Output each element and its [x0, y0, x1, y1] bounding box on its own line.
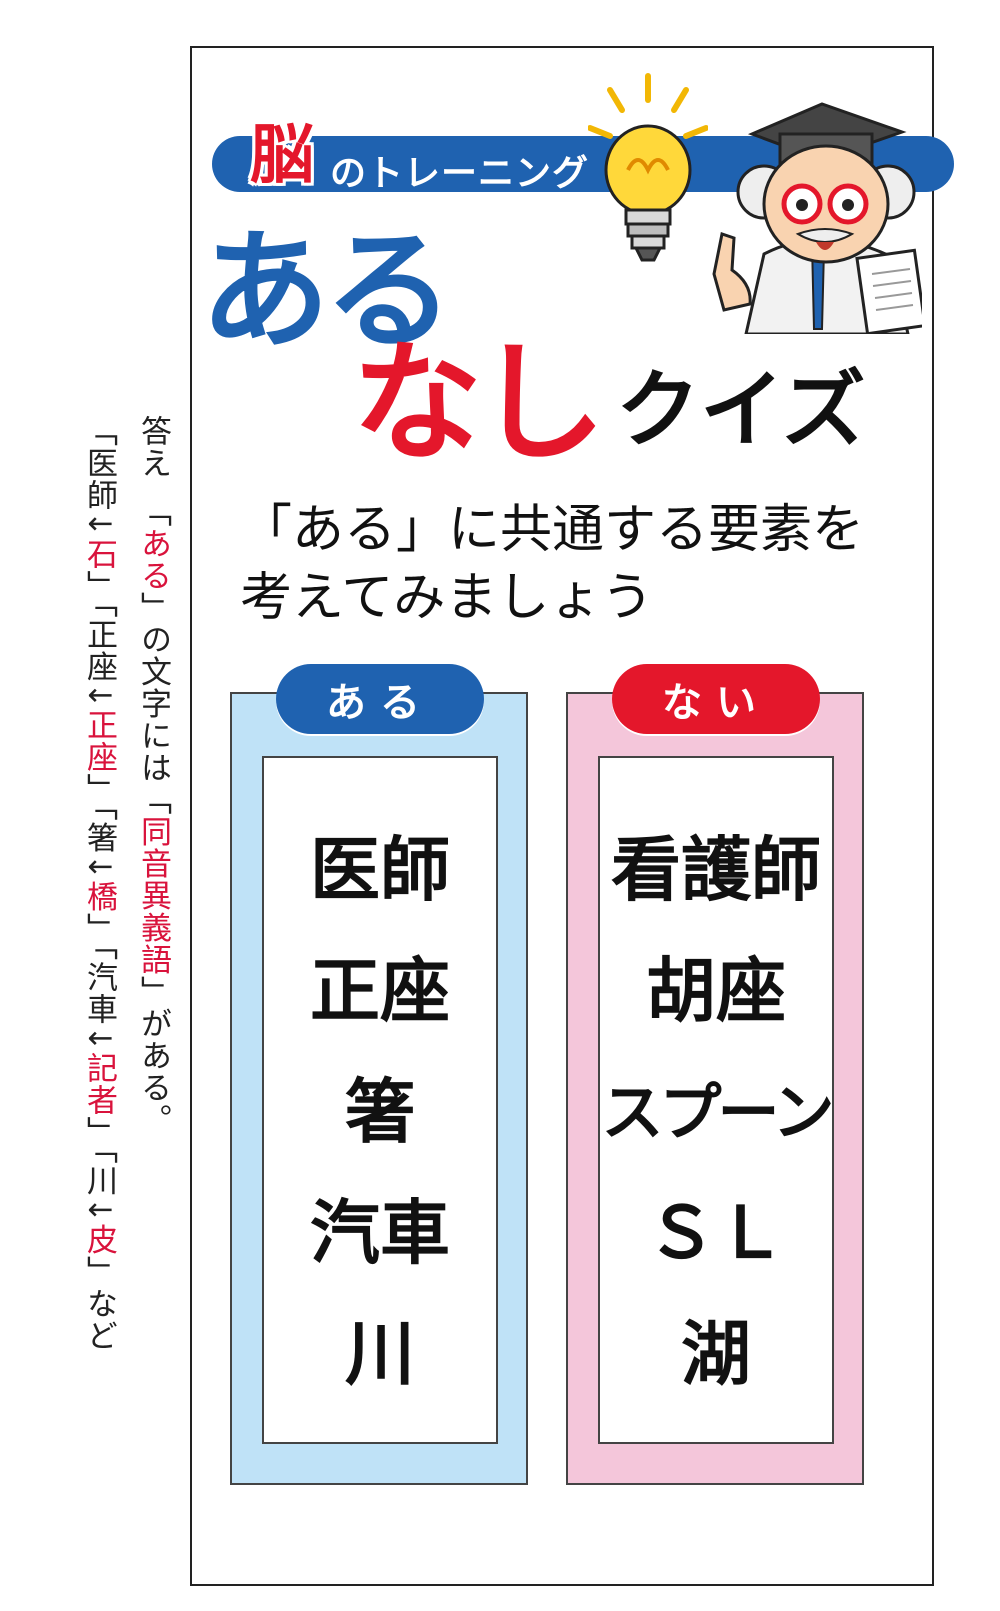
aru-word-list: 医師 正座 箸 汽車 川 — [262, 756, 498, 1444]
answer-line-1: 答え 「ある」の文字には「同音異義語」がある。 — [126, 415, 180, 1590]
answer-pair: 「箸↓橋」 — [81, 805, 117, 945]
answer-part: 」の文字には「 — [135, 591, 171, 816]
aru-label: ある — [276, 664, 484, 734]
answer-line-2: 「医師↓石」「正座↓正座」「箸↓橋」「汽車↓記者」「川↓皮」など — [72, 415, 126, 1590]
list-item: 看護師 — [611, 829, 821, 911]
nai-label: ない — [612, 664, 820, 734]
list-item: 川 — [345, 1313, 415, 1395]
answer-pair: 「医師↓石」 — [81, 415, 117, 602]
answer-part-highlight: 同音異義語 — [135, 815, 171, 976]
answer-suffix: など — [81, 1287, 117, 1352]
instruction-line: 「ある」に共通する要素を — [240, 500, 865, 560]
banner-text: のトレーニング — [330, 153, 590, 194]
answer-pair: 「汽車↓記者」 — [81, 944, 117, 1149]
quiz-card: 脳 のトレーニング — [190, 46, 954, 1586]
title-aru: ある — [200, 215, 454, 367]
lightbulb-icon — [588, 73, 708, 262]
answer-part-highlight: ある — [135, 527, 171, 592]
list-item: 医師 — [310, 829, 450, 911]
list-item: 箸 — [345, 1071, 415, 1153]
list-item: スプーン — [601, 1076, 835, 1149]
answer-part: 」がある。 — [135, 975, 171, 1136]
instruction-text: 「ある」に共通する要素を 考えてみましょう — [240, 496, 930, 632]
answer-text: 答え 「ある」の文字には「同音異義語」がある。 「医師↓石」「正座↓正座」「箸↓… — [70, 415, 180, 1590]
aru-box: ある 医師 正座 箸 汽車 川 — [230, 664, 528, 1485]
list-item: 正座 — [310, 950, 450, 1032]
banner-brain-text: 脳 — [250, 119, 314, 193]
professor-illustration — [712, 102, 922, 334]
nai-word-list: 看護師 胡座 スプーン ＳＬ 湖 — [598, 756, 834, 1444]
list-item: 湖 — [681, 1313, 751, 1395]
title-quiz: クイズ — [616, 361, 866, 459]
list-item: 胡座 — [646, 950, 786, 1032]
nai-box: ない 看護師 胡座 スプーン ＳＬ 湖 — [566, 664, 864, 1485]
list-item: ＳＬ — [646, 1192, 786, 1274]
answer-pair: 「正座↓正座」 — [81, 601, 117, 806]
list-item: 汽車 — [310, 1192, 450, 1274]
title-nashi: なし — [352, 327, 606, 479]
answer-part: 答え 「 — [135, 415, 171, 528]
instruction-line: 考えてみましょう — [240, 568, 654, 628]
answer-pair: 「川↓皮」 — [81, 1148, 117, 1288]
